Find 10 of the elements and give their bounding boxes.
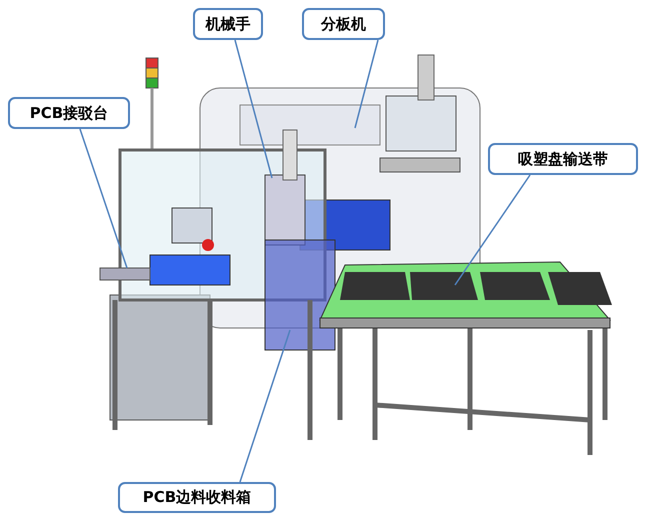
callout-label: PCB边料收料箱 [118,482,276,513]
leader-line [354,40,379,128]
callout-label: 分板机 [302,8,385,40]
callout-label: 吸塑盘输送带 [488,143,638,175]
leader-line [454,174,531,286]
callout-label: PCB接驳台 [8,97,130,129]
callout-label: 机械手 [193,8,263,40]
leader-line [79,128,128,268]
leader-line [239,330,291,482]
leader-line [234,40,273,178]
